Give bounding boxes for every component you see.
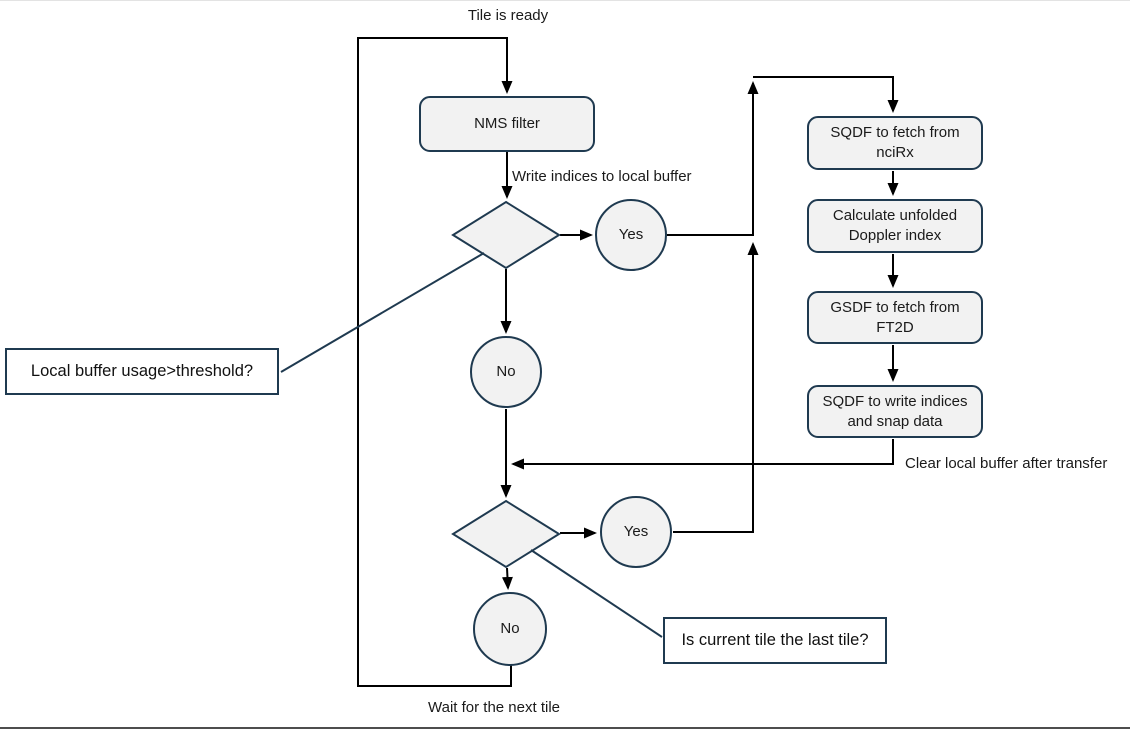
- node-nms-filter: NMS filter: [419, 96, 595, 152]
- node-sqdf-fetch: SQDF to fetch from nciRx: [807, 116, 983, 170]
- connector-yes1-up: [667, 81, 759, 236]
- callout-last-tile: Is current tile the last tile?: [663, 617, 887, 664]
- decision-diamond-buffer-threshold: [451, 200, 561, 270]
- label-wait-next-tile: Wait for the next tile: [428, 699, 560, 716]
- connector-loop-restart: [357, 37, 513, 687]
- connector-clear-buffer-return: [511, 439, 894, 470]
- label-clear-buffer: Clear local buffer after transfer: [905, 455, 1108, 472]
- connector-to-sqdf-fetch: [753, 76, 899, 113]
- connector-decision2-no: [501, 567, 513, 590]
- node-yes-circle-1: Yes: [595, 199, 667, 271]
- node-gsdf-fetch: GSDF to fetch from FT2D: [807, 291, 983, 344]
- callout-buffer-threshold: Local buffer usage>threshold?: [5, 348, 279, 395]
- leader-line-last-tile: [530, 549, 663, 638]
- leader-line-buffer-threshold: [280, 252, 485, 373]
- connector-yes2-up: [673, 242, 759, 533]
- node-no-circle-2: No: [473, 592, 547, 666]
- label-tile-is-ready: Tile is ready: [467, 7, 549, 24]
- label-write-indices: Write indices to local buffer: [512, 168, 692, 185]
- node-calc-doppler: Calculate unfolded Doppler index: [807, 199, 983, 253]
- node-sqdf-write: SQDF to write indices and snap data: [807, 385, 983, 438]
- node-yes-circle-2: Yes: [600, 496, 672, 568]
- node-no-circle-1: No: [470, 336, 542, 408]
